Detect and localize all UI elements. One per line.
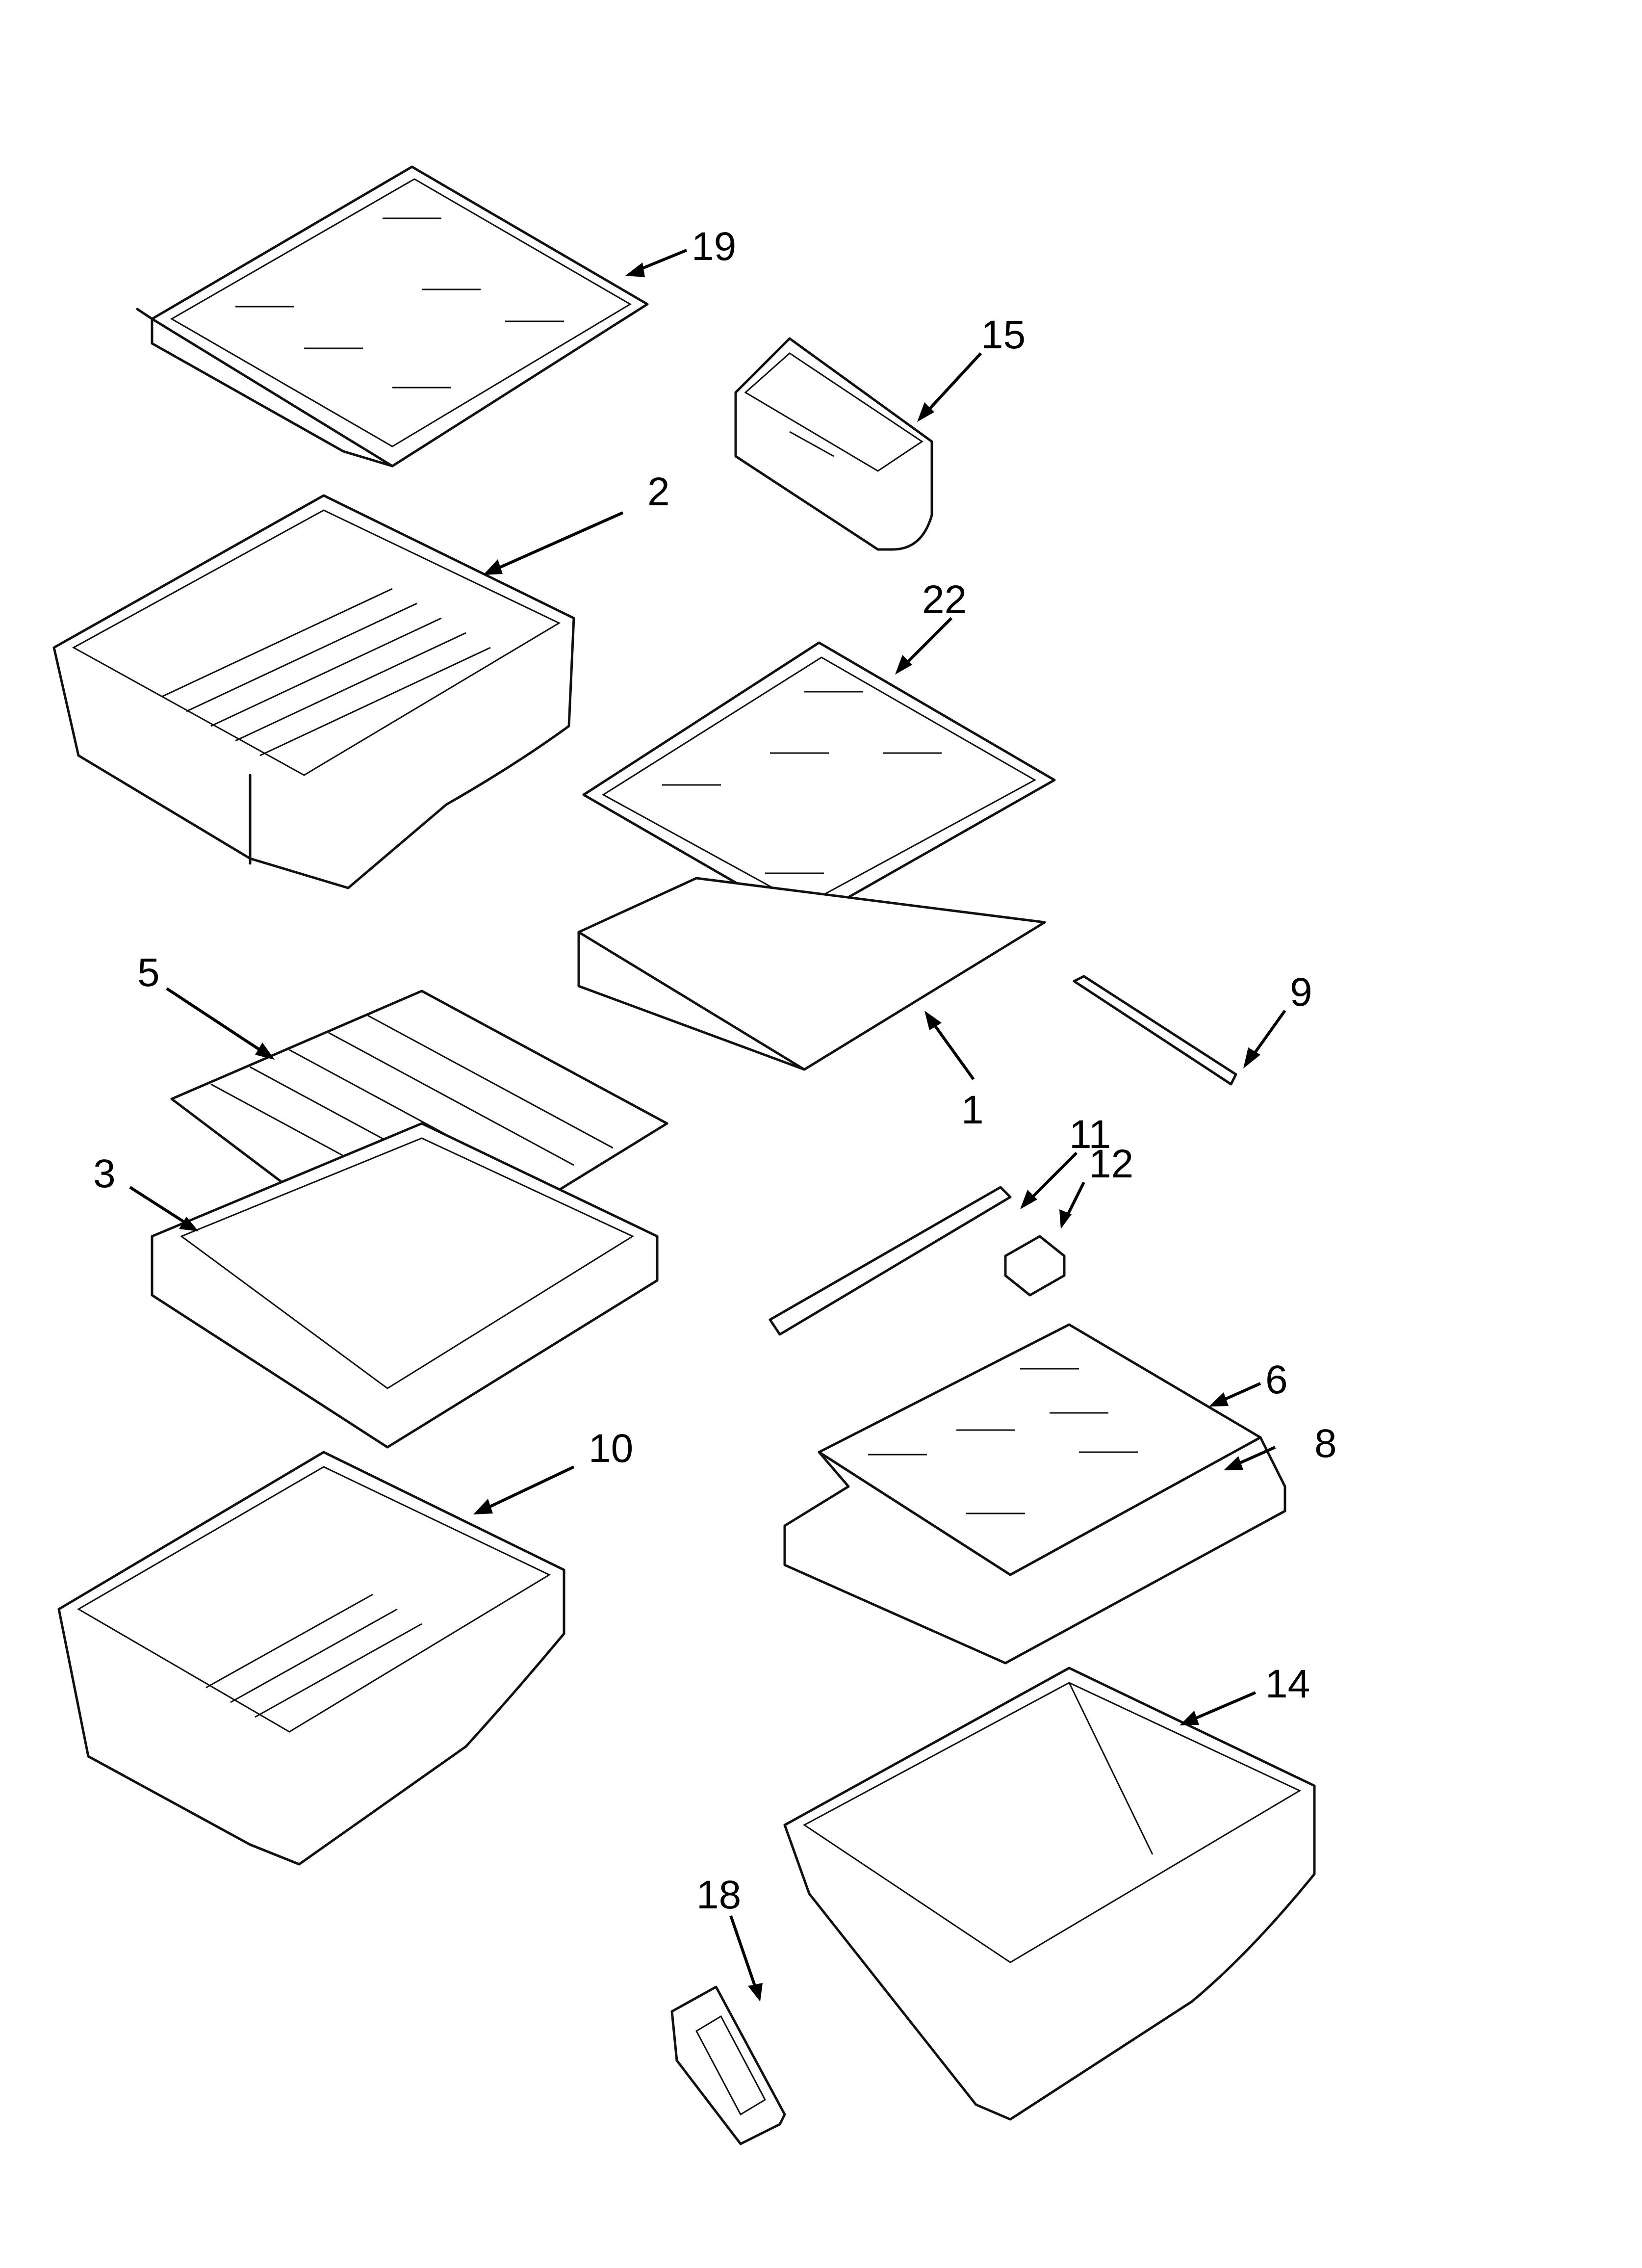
callout-9: 9 bbox=[1290, 970, 1312, 1015]
callout-1: 1 bbox=[961, 1088, 984, 1132]
part-3-crisper-frame bbox=[151, 1122, 659, 1449]
callout-10: 10 bbox=[589, 1426, 633, 1471]
part-10-deli-drawer bbox=[57, 1451, 565, 1866]
callout-22: 22 bbox=[922, 577, 967, 622]
part-9-rail bbox=[1073, 975, 1237, 1086]
callout-19: 19 bbox=[692, 224, 736, 269]
part-1-shelf-frame bbox=[577, 877, 1046, 1071]
callout-arrows bbox=[129, 249, 1286, 2002]
part-12-clip bbox=[1004, 1235, 1066, 1297]
part-22-glass-shelf bbox=[582, 641, 1056, 924]
part-18-label-card bbox=[670, 1985, 786, 2145]
callout-5: 5 bbox=[137, 950, 160, 995]
callout-6: 6 bbox=[1265, 1357, 1288, 1402]
part-8-glass-frame bbox=[783, 1436, 1286, 1665]
callout-12: 12 bbox=[1089, 1142, 1133, 1186]
callout-8: 8 bbox=[1314, 1421, 1337, 1466]
callout-3: 3 bbox=[93, 1151, 116, 1196]
callout-15: 15 bbox=[981, 313, 1026, 357]
part-14-crisper-drawer bbox=[783, 1667, 1316, 2121]
part-15-small-bin bbox=[734, 337, 933, 551]
callout-2: 2 bbox=[647, 469, 670, 514]
part-11-rail bbox=[769, 1186, 1012, 1336]
callout-14: 14 bbox=[1265, 1662, 1310, 1706]
callout-11: 11 bbox=[1069, 1112, 1111, 1157]
callout-18: 18 bbox=[696, 1873, 741, 1917]
part-19-glass-shelf bbox=[136, 165, 649, 468]
part-2-crisper-drawer bbox=[52, 494, 575, 889]
